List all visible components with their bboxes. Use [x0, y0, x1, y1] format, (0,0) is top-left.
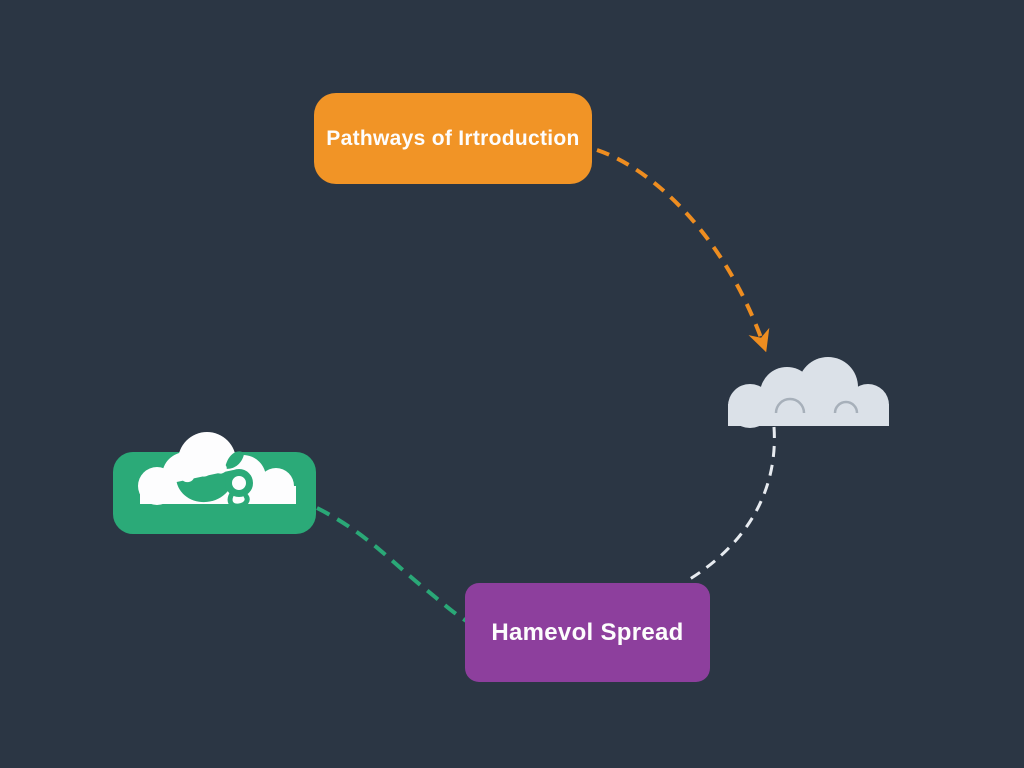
connector-cloud-to-spread [684, 426, 776, 584]
seed-pod-icon [176, 451, 245, 503]
pod-ring-tail [227, 489, 250, 509]
seed-pod-node [113, 432, 316, 534]
node-pathways-of-introduction: Pathways of Irtroduction [314, 93, 592, 184]
node-label: Pathways of Irtroduction [326, 126, 580, 150]
connector-seed-pod-to-spread [316, 506, 470, 624]
cloud-icon [728, 357, 889, 428]
connector-pathways-to-cloud [596, 148, 770, 353]
cloud-arc-detail [833, 400, 859, 414]
node-label: Hamevol Spread [491, 618, 684, 646]
node-hamevol-spread: Hamevol Spread [465, 583, 710, 682]
cloud-arc-detail [774, 397, 806, 414]
pod-ring-icon [225, 469, 253, 497]
